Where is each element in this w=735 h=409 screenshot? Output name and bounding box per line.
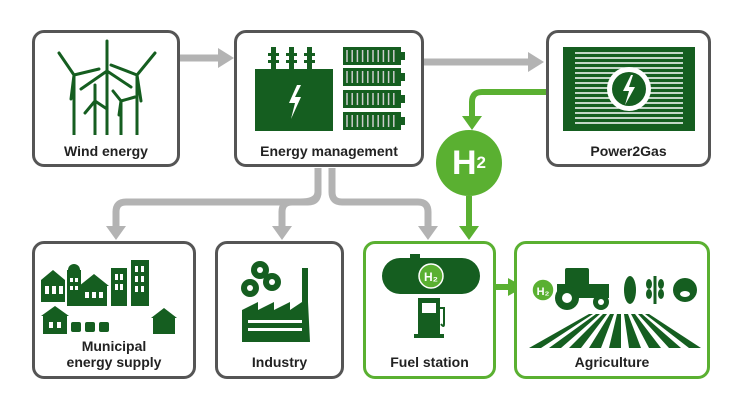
- node-label: Energy management: [260, 143, 398, 159]
- city-icon: [41, 260, 177, 334]
- node-label: Wind energy: [64, 143, 148, 159]
- arrow-energy-to-industry: [278, 191, 322, 228]
- tractor-field-icon: H₂: [529, 268, 701, 348]
- node-power2gas: Power2Gas: [546, 30, 711, 167]
- h2-badge: H₂: [537, 286, 550, 298]
- factory-icon: [241, 261, 310, 342]
- arrow-energy-to-fuel: [328, 168, 432, 228]
- hydrogen-tank-pump-icon: H₂: [382, 254, 480, 338]
- node-label: Agriculture: [574, 354, 650, 370]
- h2-badge: H₂: [424, 270, 438, 284]
- node-label: Industry: [251, 354, 308, 370]
- h2-symbol: H: [451, 143, 477, 182]
- arrow-p2g-to-h2: [469, 89, 546, 118]
- node-fuel-station: H₂ Fuel station: [363, 241, 496, 379]
- arrow-energy-to-municipal: [112, 168, 322, 228]
- node-energy-management: Energy management: [234, 30, 424, 167]
- node-label-line1: Municipal: [81, 338, 147, 354]
- node-wind-energy: Wind energy: [32, 30, 180, 167]
- node-industry: Industry: [215, 241, 344, 379]
- transformer-battery-icon: [255, 47, 405, 131]
- node-label: Fuel station: [390, 354, 469, 370]
- node-agriculture: H₂ Agriculture: [514, 241, 710, 379]
- node-label-line2: energy supply: [66, 354, 162, 370]
- node-municipal-energy-supply: Municipal energy supply: [32, 241, 196, 379]
- h2-subscript: 2: [476, 153, 487, 172]
- electrolyzer-icon: [563, 47, 695, 131]
- wind-turbines-icon: [57, 39, 157, 135]
- node-label: Power2Gas: [590, 143, 667, 159]
